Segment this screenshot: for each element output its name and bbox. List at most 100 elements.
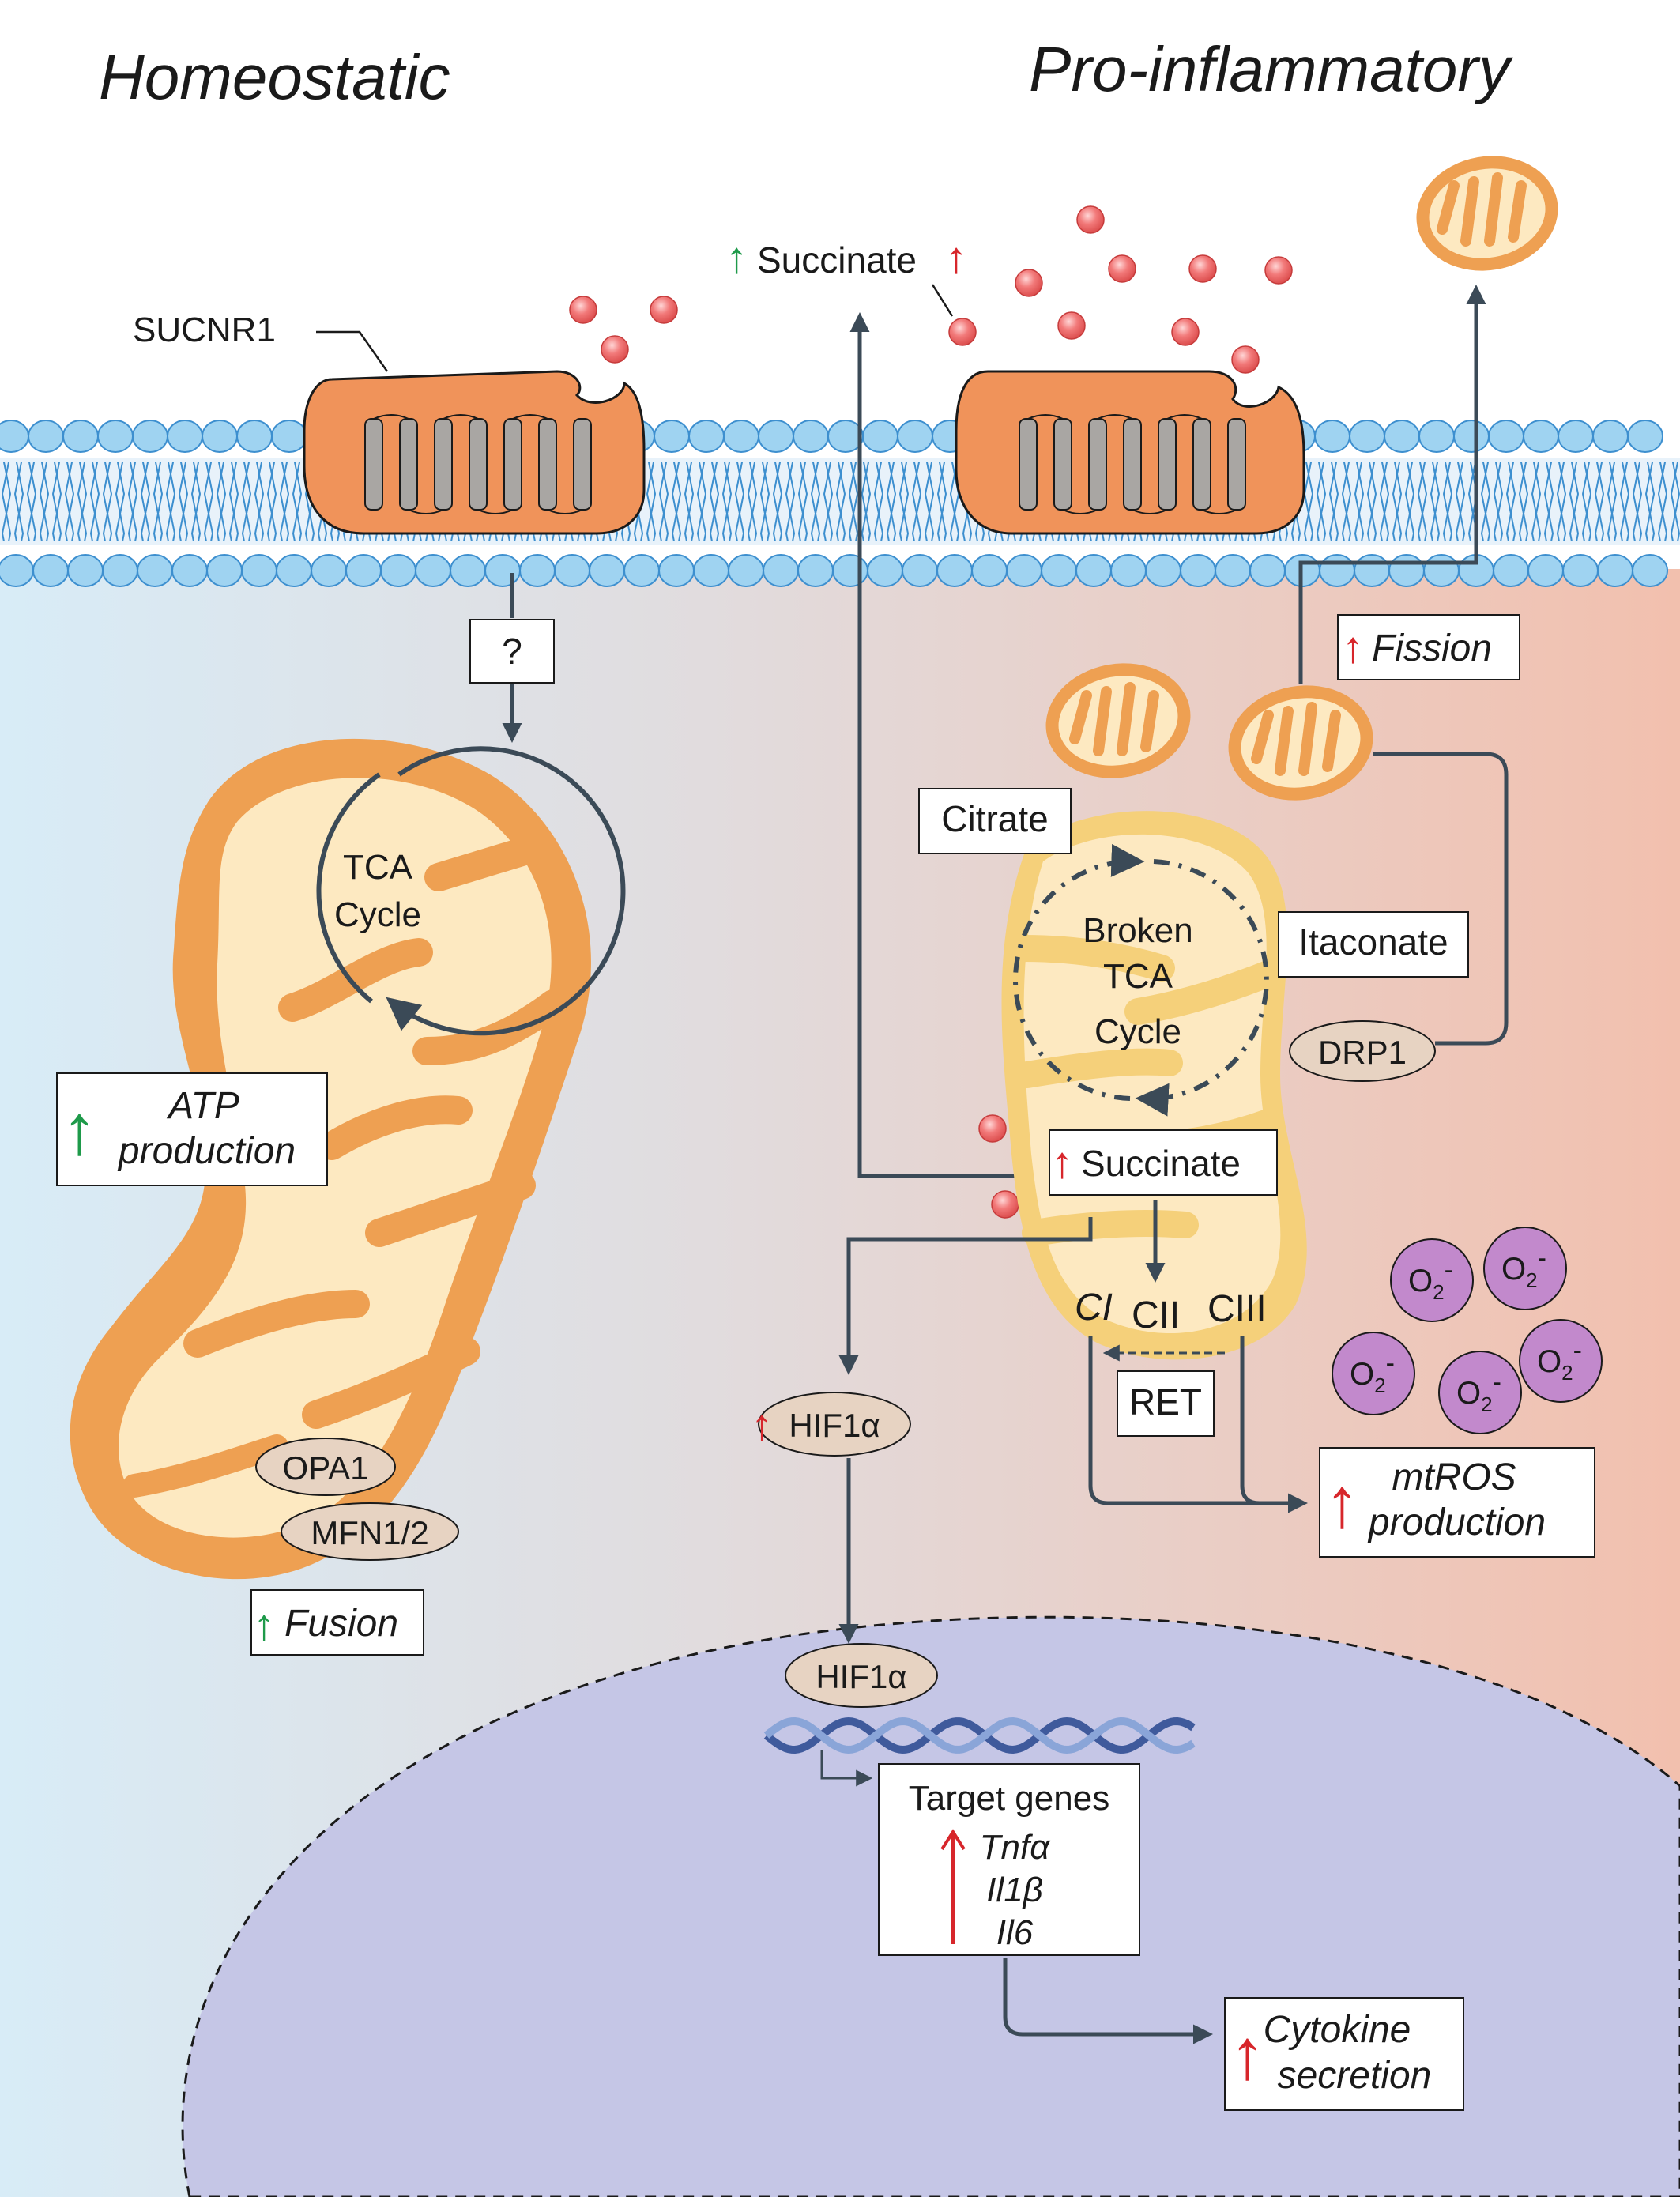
succinate-dot xyxy=(1231,345,1260,374)
lipid-head xyxy=(1006,554,1042,587)
lipid-head xyxy=(654,420,690,453)
transcription-arrow xyxy=(820,1750,873,1787)
lipid-head xyxy=(236,420,273,453)
transmembrane-helix xyxy=(503,418,522,511)
broken-tca-line1: Broken xyxy=(1083,911,1192,950)
header-homeostatic: Homeostatic xyxy=(99,42,450,112)
helix-loop xyxy=(408,509,444,514)
transmembrane-helix xyxy=(1088,418,1107,511)
dna-strand xyxy=(763,1717,1196,1754)
succinate-dot xyxy=(978,1114,1007,1143)
lipid-head xyxy=(1314,420,1350,453)
broken-tca-line2: TCA xyxy=(1103,957,1173,996)
fusion-box xyxy=(250,1589,424,1656)
succinate-to-hif-arrow xyxy=(838,1217,1093,1375)
fusion-label: Fusion xyxy=(284,1603,398,1645)
hif1a-protein xyxy=(758,1392,911,1457)
lipid-head xyxy=(867,554,903,587)
lipid-head xyxy=(311,554,347,587)
mitochondrion-homeostatic xyxy=(70,738,591,1580)
lipid-head xyxy=(1523,420,1559,453)
lipid-head xyxy=(202,420,238,453)
superoxide-radical xyxy=(1483,1227,1567,1310)
complex-ii-label: CII xyxy=(1132,1294,1180,1336)
succinate-dot xyxy=(1076,205,1105,234)
cytokine-label-line2: secretion xyxy=(1278,2055,1432,2097)
transmembrane-helix xyxy=(1053,418,1072,511)
up-arrow-red-succinate: ↑ xyxy=(945,232,967,282)
drp1-label: DRP1 xyxy=(1318,1034,1407,1071)
succinate-dot xyxy=(1057,311,1086,340)
helix-loop xyxy=(512,414,548,420)
lipid-head xyxy=(723,420,759,453)
lipid-head xyxy=(936,554,973,587)
lipid-head xyxy=(658,554,695,587)
succinate-dot xyxy=(1188,254,1217,283)
dna-strand xyxy=(763,1717,1196,1754)
mfn-label: MFN1/2 xyxy=(311,1514,428,1551)
lipid-head xyxy=(693,554,729,587)
lipid-head xyxy=(1110,554,1147,587)
helix-loop xyxy=(1097,414,1133,420)
mtros-label-line2: production xyxy=(1367,1502,1546,1543)
lipid-head xyxy=(415,554,451,587)
succinate-mito-box xyxy=(1049,1129,1278,1196)
transmembrane-helix xyxy=(573,418,592,511)
lipid-head xyxy=(0,554,34,587)
gene-tnfa: Tnfα xyxy=(980,1828,1052,1867)
lipid-head xyxy=(206,554,243,587)
superoxide-radical xyxy=(1390,1238,1474,1322)
lipid-head xyxy=(832,554,868,587)
lipid-head xyxy=(137,554,173,587)
up-arrow-green-fusion: ↑ xyxy=(253,1600,275,1649)
transmembrane-helix xyxy=(1227,418,1246,511)
lipid-head xyxy=(728,554,764,587)
lipid-head xyxy=(167,420,203,453)
lipid-head xyxy=(519,554,556,587)
lipid-head xyxy=(1215,554,1251,587)
released-mitochondrion xyxy=(1416,156,1558,271)
lipid-head xyxy=(1180,554,1216,587)
helix-loop xyxy=(1201,509,1237,514)
up-arrow-green-atp: ↑ xyxy=(62,1091,97,1170)
succinate-dot xyxy=(601,335,629,364)
helix-loop xyxy=(1027,414,1064,420)
mtros-box xyxy=(1319,1447,1595,1558)
lipid-head xyxy=(62,420,99,453)
lipid-head xyxy=(971,554,1008,587)
succinate-extracellular-label: Succinate xyxy=(757,239,917,281)
succinate-leader xyxy=(931,284,954,317)
lipid-head xyxy=(28,420,64,453)
lipid-head xyxy=(271,420,307,453)
mfn-protein xyxy=(281,1502,459,1561)
fissioned-mitochondrion-1 xyxy=(1045,663,1191,778)
lipid-head xyxy=(688,420,725,453)
superoxide-radical xyxy=(1519,1319,1603,1403)
superoxide-label: O2- xyxy=(1350,1348,1395,1397)
succinate-dot xyxy=(948,318,977,346)
up-arrow-red-mtros: ↑ xyxy=(1324,1464,1360,1543)
lipid-head xyxy=(1453,420,1490,453)
transmembrane-helix xyxy=(1158,418,1177,511)
lipid-head xyxy=(1319,554,1355,587)
lipid-head xyxy=(862,420,898,453)
unknown-mechanism-box xyxy=(469,619,555,684)
succinate-mito-label: Succinate xyxy=(1081,1143,1241,1184)
transmembrane-helix xyxy=(469,418,488,511)
lipid-head xyxy=(1493,554,1529,587)
lipid-head xyxy=(1418,420,1455,453)
lipid-head xyxy=(1592,420,1629,453)
lipid-head xyxy=(623,554,660,587)
gene-il1b: Il1β xyxy=(986,1871,1043,1909)
sucnr1-receptor-left xyxy=(303,370,646,535)
mtros-label-line1: mtROS xyxy=(1392,1457,1516,1498)
opa1-label: OPA1 xyxy=(283,1449,369,1487)
transmembrane-helix xyxy=(434,418,453,511)
lipid-head xyxy=(1249,554,1286,587)
hif1a-nuclear-label: HIF1α xyxy=(816,1658,906,1695)
superoxide-label: O2- xyxy=(1408,1255,1453,1304)
sucnr1-leader xyxy=(316,330,389,372)
lipid-head xyxy=(0,420,29,453)
itaconate-box xyxy=(1278,911,1469,978)
